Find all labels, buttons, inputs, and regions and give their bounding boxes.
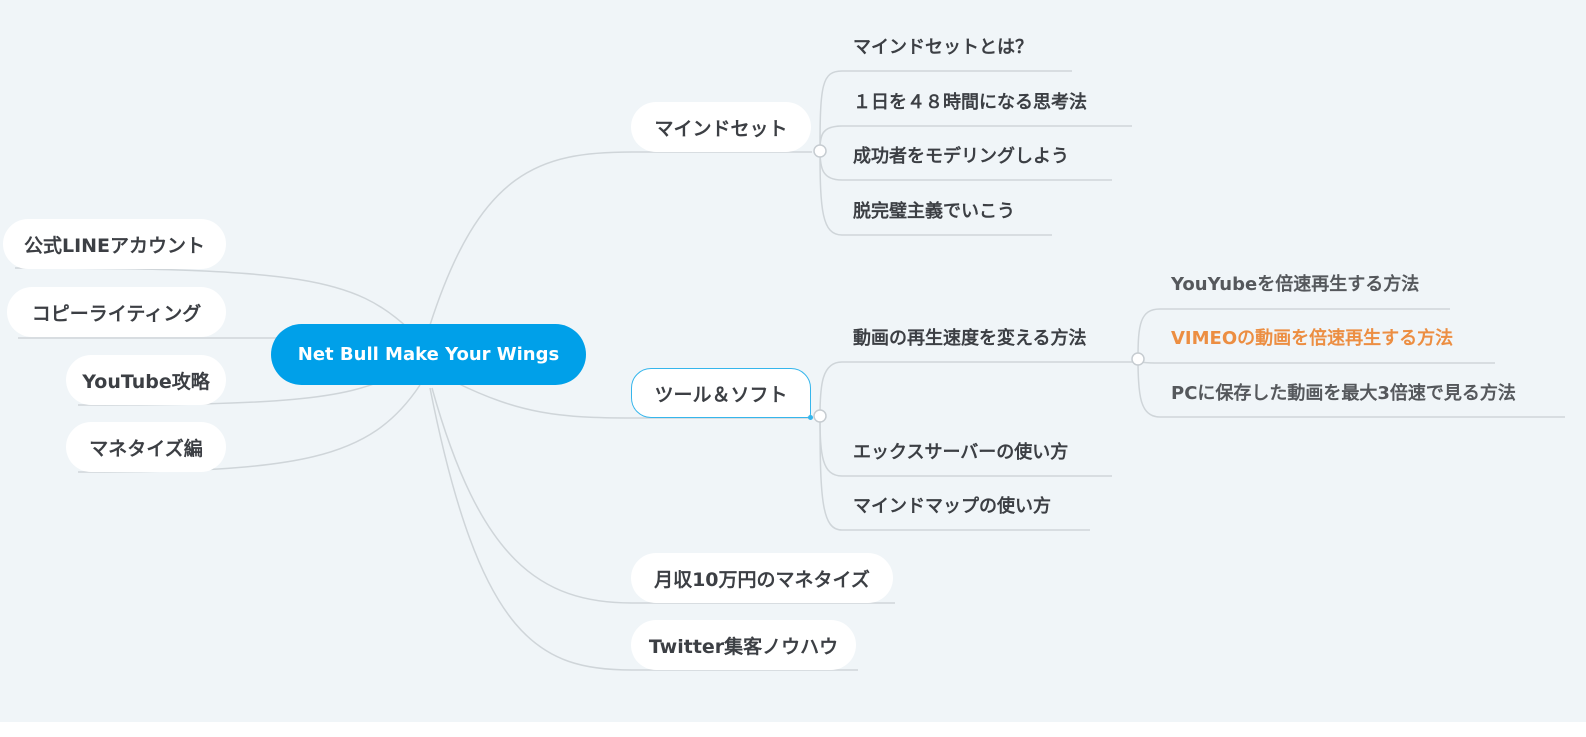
connector-speed-vimeo	[1137, 358, 1495, 364]
collapse-toggle-tools[interactable]	[813, 409, 827, 423]
topic-copywriting[interactable]: コピーライティング	[7, 287, 226, 337]
subtopic-mindmap-usage[interactable]: マインドマップの使い方	[853, 496, 1051, 517]
subtopic-48-hour-thinking[interactable]: １日を４８時間になる思考法	[853, 92, 1087, 113]
subtopic-pc-video-speed[interactable]: PCに保存した動画を最大3倍速で見る方法	[1171, 383, 1516, 404]
subtopic-video-speed[interactable]: 動画の再生速度を変える方法	[853, 328, 1087, 349]
topic-tools-software[interactable]: ツール＆ソフト	[631, 368, 813, 420]
connector-mindset-perfection	[819, 149, 1052, 236]
connector-speed-youtube	[1137, 308, 1450, 360]
topic-monetize-section[interactable]: マネタイズ編	[66, 422, 226, 472]
connector-root-monthly-income	[431, 387, 633, 604]
topic-mindset[interactable]: マインドセット	[631, 102, 811, 152]
topic-tools-software-label: ツール＆ソフト	[654, 383, 788, 406]
connector-root-mindset	[429, 151, 633, 326]
subtopic-youtube-speed[interactable]: YouYubeを倍速再生する方法	[1171, 274, 1420, 295]
root-node[interactable]: Net Bull Make Your Wings	[271, 324, 586, 385]
connector-layer	[14, 70, 1565, 671]
mindmap-canvas[interactable]: Net Bull Make Your Wings 公式LINEアカウント コピー…	[0, 0, 1586, 722]
connector-root-twitter	[429, 387, 633, 671]
selection-handle[interactable]	[808, 415, 813, 420]
collapse-toggle-video-speed[interactable]	[1131, 352, 1145, 366]
subtopic-mindset-what[interactable]: マインドセットとは？	[853, 37, 1033, 58]
topic-line-account[interactable]: 公式LINEアカウント	[3, 219, 226, 269]
subtopic-vimeo-speed[interactable]: VIMEOの動画を倍速再生する方法	[1171, 328, 1454, 349]
connector-root-tools	[454, 381, 633, 419]
connector-speed-pc	[1137, 358, 1565, 418]
connector-mindset-what	[819, 70, 1072, 151]
topic-monthly-income[interactable]: 月収10万円のマネタイズ	[631, 553, 893, 603]
subtopic-modeling[interactable]: 成功者をモデリングしよう	[853, 146, 1069, 167]
topic-twitter[interactable]: Twitter集客ノウハウ	[631, 620, 856, 670]
connector-tools-mindmap	[819, 415, 1090, 531]
topic-youtube-strategy[interactable]: YouTube攻略	[66, 355, 226, 405]
subtopic-beyond-perfection[interactable]: 脱完璧主義でいこう	[853, 201, 1015, 222]
subtopic-xserver[interactable]: エックスサーバーの使い方	[853, 442, 1069, 463]
collapse-toggle-mindset[interactable]	[813, 144, 827, 158]
connector-tools-video-speed	[819, 361, 1138, 417]
